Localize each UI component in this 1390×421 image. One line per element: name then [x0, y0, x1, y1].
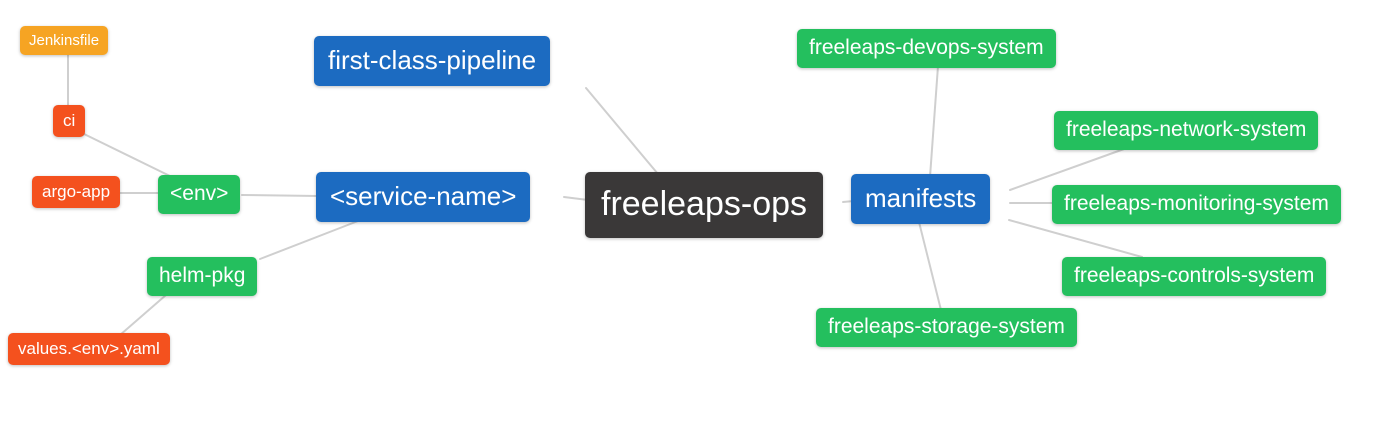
node-freeleaps-devops-system[interactable]: freeleaps-devops-system: [797, 29, 1056, 68]
node-freeleaps-monitoring-system[interactable]: freeleaps-monitoring-system: [1052, 185, 1341, 224]
node-argo-app[interactable]: argo-app: [32, 176, 121, 209]
node-ci[interactable]: ci: [53, 105, 86, 138]
edge-manifests-devops: [929, 65, 939, 178]
edge-manifests-controls: [1008, 219, 1143, 258]
node-service-name[interactable]: <service-name>: [316, 172, 531, 222]
node-first-class-pipeline[interactable]: first-class-pipeline: [314, 36, 551, 86]
edge-manifests-network: [1009, 148, 1125, 191]
edge-helm-pkg-service-name: [259, 220, 359, 260]
node-freeleaps-controls-system[interactable]: freeleaps-controls-system: [1062, 257, 1327, 296]
node-env[interactable]: <env>: [158, 175, 241, 214]
node-manifests[interactable]: manifests: [851, 174, 991, 224]
node-freeleaps-ops[interactable]: freeleaps-ops: [585, 172, 824, 238]
edge-pipeline-freeleaps-ops: [585, 87, 659, 175]
node-values-env-yaml[interactable]: values.<env>.yaml: [8, 333, 170, 366]
node-freeleaps-network-system[interactable]: freeleaps-network-system: [1054, 111, 1319, 150]
edge-ci-env: [81, 132, 175, 179]
edge-values-helm-pkg: [119, 294, 167, 336]
node-freeleaps-storage-system[interactable]: freeleaps-storage-system: [816, 308, 1077, 347]
node-helm-pkg[interactable]: helm-pkg: [147, 257, 258, 296]
edge-manifests-storage: [918, 221, 942, 311]
edge-service-name-ops: [563, 196, 589, 201]
edge-env-service-name: [241, 194, 319, 197]
node-jenkinsfile[interactable]: Jenkinsfile: [20, 26, 109, 55]
